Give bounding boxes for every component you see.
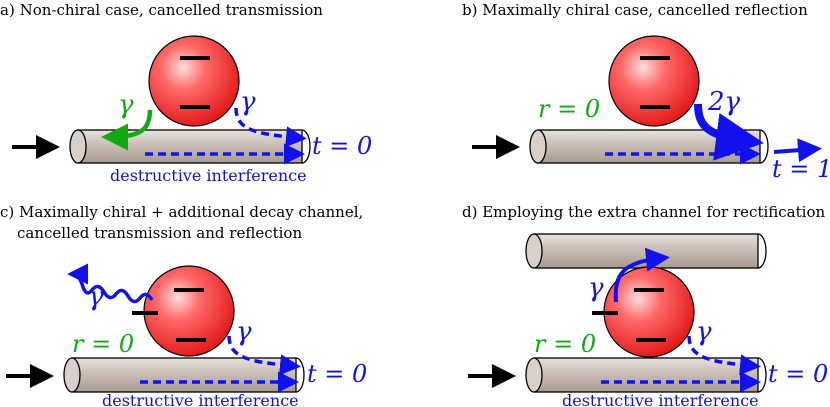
gamma-left-label: γ	[118, 90, 134, 120]
extra-waveguide	[525, 233, 767, 269]
panel-c: c) Maximally chiral + additional decay c…	[0, 203, 367, 407]
panel-a: a) Non-chiral case, cancelled transmissi…	[0, 1, 372, 185]
interference-label: destructive interference	[110, 166, 307, 185]
right-emission-arrow	[227, 335, 301, 376]
panel-d: d) Employing the extra channel for recti…	[462, 203, 828, 407]
interference-label: destructive interference	[562, 391, 759, 407]
decay-channel-arrow	[67, 263, 154, 304]
extra-channel-arrow	[613, 247, 670, 303]
atom	[132, 265, 235, 357]
panel-c-caption-line2: cancelled transmission and reflection	[17, 224, 302, 242]
atom	[592, 266, 695, 358]
panel-b-caption: b) Maximally chiral case, cancelled refl…	[462, 1, 808, 19]
left-emission-arrow	[101, 109, 153, 151]
gamma-right-label: γ	[236, 317, 252, 347]
t-label: t = 0	[307, 360, 367, 388]
gamma-label: 2γ	[707, 87, 741, 117]
t-label: t = 1	[772, 155, 830, 183]
gamma-right-label: γ	[240, 87, 256, 117]
chiral-emission-arrow	[694, 103, 764, 161]
panel-a-caption: a) Non-chiral case, cancelled transmissi…	[0, 1, 323, 19]
panel-b: b) Maximally chiral case, cancelled refl…	[462, 1, 830, 183]
output-arrow	[773, 138, 822, 163]
atom	[608, 35, 700, 127]
panel-d-caption: d) Employing the extra channel for recti…	[462, 203, 825, 221]
t-label: t = 0	[768, 360, 828, 388]
panel-c-caption-line1: c) Maximally chiral + additional decay c…	[0, 203, 363, 221]
gamma-right-label: γ	[696, 317, 712, 347]
right-emission-arrow	[234, 107, 307, 148]
atom	[148, 35, 240, 127]
r-label: r = 0	[534, 330, 596, 358]
right-emission-arrow	[687, 335, 761, 376]
r-label: r = 0	[72, 330, 134, 358]
t-label: t = 0	[312, 132, 372, 160]
interference-label: destructive interference	[102, 391, 299, 407]
gamma-decay-label: γ	[88, 282, 104, 312]
r-label: r = 0	[538, 95, 600, 123]
gamma-up-label: γ	[588, 273, 604, 303]
